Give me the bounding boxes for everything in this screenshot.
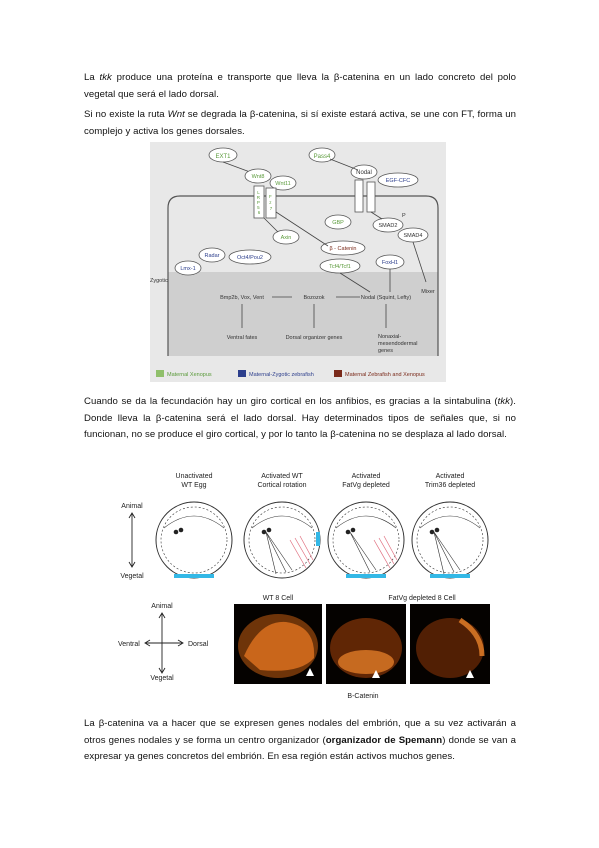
gbp-node (324, 214, 352, 230)
compass-animal-label: Animal (151, 603, 173, 610)
nonaxial-label: Nonaxial- mesendodermal genes (378, 334, 419, 354)
text-run: produce una proteína e transporte que ll… (84, 72, 516, 100)
pass4-node (308, 147, 336, 163)
compass-vegetal-label: Vegetal (150, 675, 174, 682)
text-run: La β-catenina va a hacer que se expresen… (84, 718, 516, 746)
photo-caption: B-Catenin (347, 693, 378, 700)
legend-blue-label: Maternal-Zygotic zebrafish (249, 372, 314, 378)
nodal-receptor-2 (366, 181, 376, 213)
zygotic-region (168, 272, 438, 356)
compass-arrowheads (144, 612, 184, 674)
arrow (370, 211, 383, 220)
zygotic-label: Zygotic (150, 278, 168, 284)
cell-membrane (167, 195, 439, 356)
axin-label: Axin (281, 235, 292, 241)
egg-unactivated (155, 501, 233, 579)
nodal-receptor-1 (354, 179, 364, 213)
paragraph-spemann: La β-catenina va a hacer que se expresen… (84, 716, 516, 766)
bmp-label: Bmp2b, Vox, Vent (220, 295, 264, 301)
paragraph-tkk: La tkk produce una proteína e transporte… (84, 70, 516, 103)
lrp-letters: L R P 5 6 (257, 190, 262, 215)
wnt8-node (244, 168, 272, 184)
photo-wt-8cell (234, 604, 322, 684)
oct4-label: Oct4/Pou2 (237, 255, 263, 261)
photo-label-fatvg: FatVg depleted 8 Cell (388, 595, 456, 602)
paragraph-cortical-rotation: Cuando se da la fecundación hay un giro … (84, 394, 516, 444)
arrow (412, 241, 427, 283)
oct4-node (228, 249, 272, 265)
mixer-label: Mixer (421, 289, 435, 295)
axis-vegetal-label: Vegetal (120, 573, 144, 580)
text-run: Si no existe la ruta (84, 109, 168, 120)
radar-node (198, 247, 226, 263)
photo-fatvg-8cell-b (410, 604, 490, 684)
bold-term: organizador de Spemann (325, 734, 443, 746)
fz-letters: F z 7 (269, 194, 273, 211)
smad2-label: SMAD2 (379, 223, 398, 229)
nodal-top-label: Nodal (356, 170, 372, 176)
smad2-node (372, 217, 404, 233)
egfcfc-node (377, 172, 419, 188)
dorsal-genes-label: Dorsal organizer genes (286, 335, 343, 341)
text-run: La (84, 72, 100, 83)
compass-arrows (146, 614, 182, 672)
text-run: ). Donde lleva la β-catenina será el lad… (84, 396, 516, 440)
bcatenin-label: β - Catenin (329, 246, 356, 252)
text-run: ) donde se van a expresar ya genes concr… (84, 734, 516, 763)
text-run: se degrada la β-catenina, si sí existe e… (84, 109, 517, 137)
egfcfc-label: EGF-CFC (386, 178, 410, 184)
smad4-label: SMAD4 (404, 233, 423, 239)
legend-brown-swatch (334, 370, 342, 377)
axis-animal-label: Animal (121, 503, 143, 510)
egg-trim36-depleted (411, 501, 489, 579)
legend-brown-label: Maternal Zebrafish and Xenopus (345, 372, 425, 378)
lmx1-node (174, 260, 202, 276)
bcatenin-node (320, 240, 366, 256)
legend-blue-swatch (238, 370, 246, 377)
nodal-bottom-label: Nodal (Squint, Lefty) (361, 295, 411, 301)
inhibition-line (275, 211, 329, 247)
arrow (329, 158, 359, 171)
text-run: Cuando se da la fecundación hay un giro … (84, 396, 498, 407)
compass-ventral-label: Ventral (118, 641, 140, 648)
foxh1-label: FoxH1 (382, 260, 398, 266)
arrow (222, 161, 251, 173)
fz-receptor (265, 187, 277, 219)
photo-label-wt: WT 8 Cell (263, 595, 294, 602)
arrow (339, 272, 371, 293)
legend-green-label: Maternal Xenopus (167, 372, 212, 378)
tcf-label: Tcf4/Tcf1 (329, 264, 351, 270)
wnt11-node (269, 175, 297, 191)
ventral-fates-label: Ventral fates (227, 335, 258, 341)
legend-green-swatch (156, 370, 164, 377)
axis-arrowheads (128, 512, 136, 568)
lmx1-label: Lmx-1 (180, 266, 195, 272)
italic-term: tkk (99, 72, 112, 83)
egg-fatvg-depleted (327, 501, 405, 579)
compass-dorsal-label: Dorsal (188, 641, 209, 648)
italic-term: tkk (497, 396, 511, 407)
italic-term: Wnt (167, 109, 185, 120)
ext1-label: EXT1 (215, 154, 231, 160)
phospho-label: P (402, 213, 406, 219)
inhibition-line (263, 217, 279, 233)
gbp-label: GBP (332, 220, 344, 226)
wnt-pathway-diagram: EXT1 Wnt8 Wnt11 L R P 5 6 F z 7 Pass4 No… (150, 142, 446, 382)
axin-node (272, 229, 300, 245)
lrp-receptor (253, 185, 265, 219)
pass4-label: Pass4 (314, 154, 331, 160)
radar-label: Radar (205, 253, 220, 259)
nodal-top-node (350, 164, 378, 180)
wnt8-label: Wnt8 (252, 174, 265, 180)
paragraph-wnt: Si no existe la ruta Wnt se degrada la β… (84, 107, 516, 140)
wnt11-label: Wnt11 (275, 181, 291, 187)
egg-activated-wt (243, 501, 321, 579)
bozozok-label: Bozozok (303, 295, 324, 301)
photo-fatvg-8cell-a (326, 604, 406, 684)
